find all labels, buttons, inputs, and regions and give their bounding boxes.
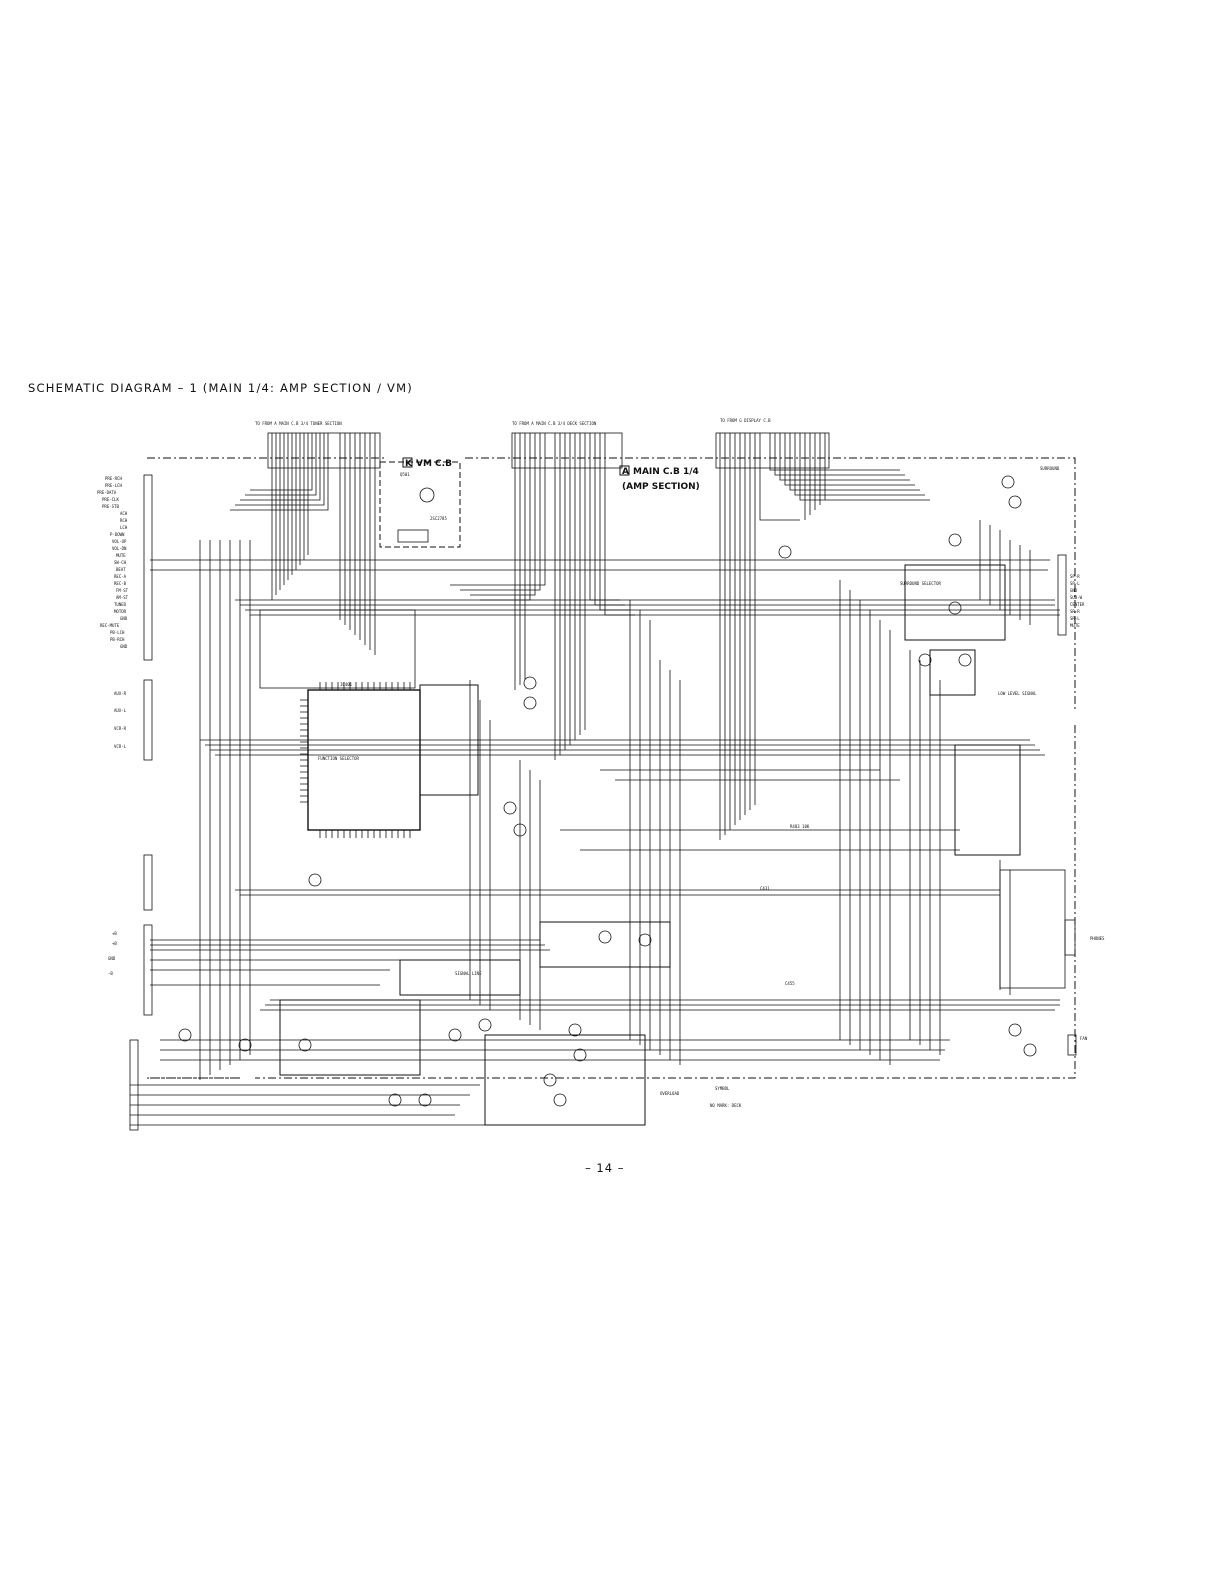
page-number: – 14 – — [585, 1161, 625, 1175]
svg-text:PRE-STB: PRE-STB — [102, 504, 119, 509]
svg-text:C431: C431 — [760, 886, 770, 891]
svg-text:BEAT: BEAT — [116, 567, 126, 572]
svg-text:REC-MUTE: REC-MUTE — [100, 623, 120, 628]
svg-text:SP-R: SP-R — [1070, 574, 1080, 579]
svg-text:REC-A: REC-A — [114, 574, 127, 579]
svg-text:CENTER: CENTER — [1070, 602, 1085, 607]
board-outline — [147, 457, 1076, 1079]
svg-text:SR-L: SR-L — [1070, 616, 1080, 621]
svg-text:SURROUND: SURROUND — [1040, 466, 1060, 471]
svg-text:VOL-UP: VOL-UP — [112, 539, 127, 544]
svg-text:SUB-W: SUB-W — [1070, 595, 1083, 600]
main-board-label: MAIN C.B 1/4 — [633, 467, 699, 477]
svg-text:VCR-R: VCR-R — [114, 726, 127, 731]
svg-text:REC-B: REC-B — [114, 581, 127, 586]
svg-text:PB-RCH: PB-RCH — [110, 637, 125, 642]
page-title: SCHEMATIC DIAGRAM – 1 (MAIN 1/4: AMP SEC… — [28, 381, 413, 395]
svg-text:VOL-DN: VOL-DN — [112, 546, 127, 551]
svg-text:TO FROM G DISPLAY C.B: TO FROM G DISPLAY C.B — [720, 418, 771, 423]
svg-text:TO FROM A MAIN C.B 3/4 TUNER S: TO FROM A MAIN C.B 3/4 TUNER SECTION — [255, 421, 342, 426]
svg-text:C455: C455 — [785, 981, 795, 986]
svg-text:PRE-RCH: PRE-RCH — [105, 476, 122, 481]
svg-text:SYMBOL: SYMBOL — [715, 1086, 730, 1091]
svg-text:AUX-L: AUX-L — [114, 708, 127, 713]
svg-text:MOTOR: MOTOR — [114, 609, 127, 614]
svg-text:SR-R: SR-R — [1070, 609, 1080, 614]
svg-text:TUNED: TUNED — [114, 602, 127, 607]
svg-text:Q501: Q501 — [400, 472, 410, 477]
svg-text:+B: +B — [112, 931, 117, 936]
svg-text:MUTE: MUTE — [1070, 623, 1080, 628]
svg-text:PRE-CLK: PRE-CLK — [102, 497, 119, 502]
svg-text:IC401: IC401 — [340, 682, 353, 687]
svg-text:VCR-L: VCR-L — [114, 744, 127, 749]
svg-text:SW-CH: SW-CH — [114, 560, 127, 565]
svg-text:PB-LCH: PB-LCH — [110, 630, 125, 635]
svg-text:LCH: LCH — [120, 525, 128, 530]
svg-text:PRE-DATA: PRE-DATA — [97, 490, 117, 495]
svg-text:LOW LEVEL SIGNAL: LOW LEVEL SIGNAL — [998, 691, 1037, 696]
svg-text:R403 10K: R403 10K — [790, 824, 810, 829]
svg-text:MUTE: MUTE — [116, 553, 126, 558]
svg-text:GND: GND — [1070, 588, 1078, 593]
svg-text:P-DOWN: P-DOWN — [110, 532, 125, 537]
svg-text:FAN: FAN — [1080, 1036, 1088, 1041]
svg-text:NO MARK: DECK: NO MARK: DECK — [710, 1103, 742, 1108]
svg-text:GND: GND — [120, 616, 128, 621]
svg-text:FM-ST: FM-ST — [116, 588, 129, 593]
svg-text:FUNCTION SELECTOR: FUNCTION SELECTOR — [318, 756, 360, 761]
svg-text:SIGNAL LINE: SIGNAL LINE — [455, 971, 482, 976]
svg-text:PRE-LCH: PRE-LCH — [105, 483, 122, 488]
main-board-letter: A — [622, 467, 629, 477]
svg-text:-B: -B — [108, 971, 113, 976]
svg-text:SP-L: SP-L — [1070, 581, 1080, 586]
svg-text:GND: GND — [120, 644, 128, 649]
svg-text:2SC2785: 2SC2785 — [430, 516, 447, 521]
svg-text:AM-ST: AM-ST — [116, 595, 129, 600]
svg-text:TO FROM A MAIN C.B 3/4 DECK SE: TO FROM A MAIN C.B 3/4 DECK SECTION — [512, 421, 597, 426]
svg-text:GND: GND — [108, 956, 116, 961]
svg-text:OVERLOAD: OVERLOAD — [660, 1091, 680, 1096]
svg-text:+B: +B — [112, 941, 117, 946]
vm-board-letter: K — [405, 459, 413, 469]
svg-text:AUX-R: AUX-R — [114, 691, 127, 696]
vm-board-label: VM C.B — [416, 459, 452, 469]
svg-text:ACH: ACH — [120, 511, 128, 516]
svg-text:SURROUND SELECTOR: SURROUND SELECTOR — [900, 581, 942, 586]
svg-text:PHONES: PHONES — [1090, 936, 1105, 941]
main-section-label: (AMP SECTION) — [622, 482, 700, 492]
svg-text:RCH: RCH — [120, 518, 128, 523]
